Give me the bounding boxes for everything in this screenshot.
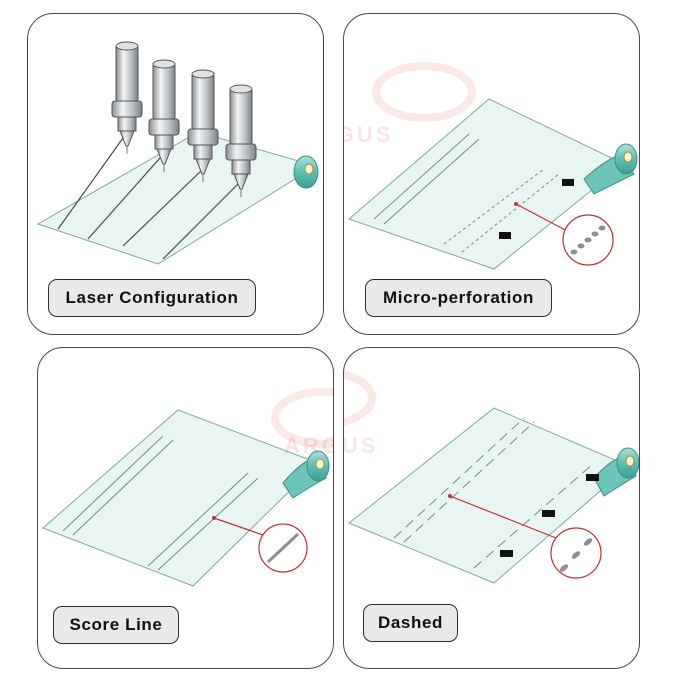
laser-head (187, 69, 219, 182)
score-line-illustration (42, 388, 333, 587)
panel-label: Dashed (363, 604, 458, 642)
panel-label: Laser Configuration (48, 279, 256, 317)
cut-line (87, 148, 169, 240)
callout-line (515, 203, 570, 233)
laser-head (225, 84, 257, 197)
laser-head (111, 41, 143, 154)
callout-line (449, 495, 557, 539)
callout-line (213, 517, 267, 537)
panel-micro-perforation: ARGUS Micro-perforation (343, 13, 640, 335)
panel-score-line: ARGUS Score Line (37, 347, 334, 669)
panel-label: Micro-perforation (365, 279, 552, 317)
cut-line (122, 168, 204, 247)
laser-illustration (36, 41, 319, 265)
dashed-illustration (344, 370, 639, 584)
panel-laser-configuration: Laser Configuration (27, 13, 324, 335)
laser-head (148, 59, 180, 172)
cut-line (162, 183, 239, 260)
panel-label: Score Line (53, 606, 179, 644)
panel-dashed: ARGUS Dashed (343, 347, 640, 669)
cut-line (57, 130, 129, 230)
